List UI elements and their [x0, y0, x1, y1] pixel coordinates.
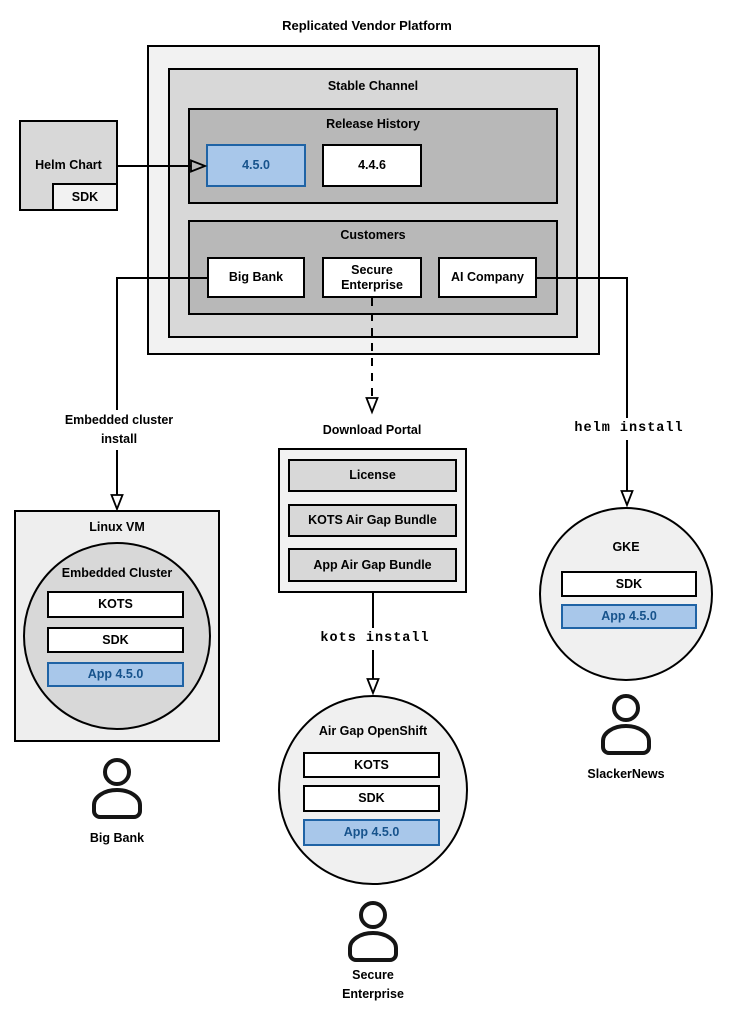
app-version-box: App 4.5.0	[303, 819, 440, 846]
app-label: App 4.5.0	[343, 825, 400, 839]
helm-chart-sdk-box: SDK	[52, 183, 118, 211]
component-label: SDK	[358, 791, 385, 805]
release-version-label: 4.5.0	[242, 158, 270, 172]
diagram-title: Replicated Vendor Platform	[282, 18, 452, 33]
sdk-component-box: SDK	[47, 627, 184, 653]
customer-label: AI Company	[451, 270, 524, 284]
helm-install-command-label: helm install	[562, 418, 696, 441]
app-version-box: App 4.5.0	[561, 604, 697, 629]
download-portal-label: Download Portal	[322, 423, 422, 437]
customer-ai-company: AI Company	[438, 257, 537, 298]
release-version-label: 4.4.6	[358, 158, 386, 172]
release-version-box-450: 4.5.0	[206, 144, 306, 187]
gke-circle: GKE SDK App 4.5.0	[539, 507, 713, 681]
customers-label: Customers	[340, 228, 406, 242]
embedded-cluster-install-label: Embedded cluster install	[42, 410, 196, 450]
component-label: KOTS	[354, 757, 389, 772]
portal-item-license: License	[288, 459, 457, 492]
airgap-openshift-circle: Air Gap OpenShift KOTS SDK App 4.5.0	[278, 695, 468, 885]
customer-big-bank: Big Bank	[207, 257, 305, 298]
customer-secure-enterprise: Secure Enterprise	[322, 257, 422, 298]
kots-component-box: KOTS	[303, 752, 440, 778]
app-label: App 4.5.0	[601, 609, 657, 623]
customer-label: Big Bank	[228, 270, 284, 284]
sdk-label: SDK	[71, 189, 99, 204]
big-bank-persona-label: Big Bank	[89, 831, 145, 845]
component-label: KOTS	[98, 597, 133, 611]
customer-label: Secure Enterprise	[341, 262, 403, 292]
slackernews-persona-label: SlackerNews	[587, 767, 665, 781]
kots-install-command-label: kots install	[308, 628, 442, 651]
release-version-box-446: 4.4.6	[322, 144, 422, 187]
component-label: SDK	[102, 632, 129, 647]
gke-label: GKE	[612, 540, 640, 554]
airgap-openshift-label: Air Gap OpenShift	[318, 724, 428, 738]
release-history-label: Release History	[326, 117, 420, 131]
secure-enterprise-persona-label: Secure Enterprise	[342, 968, 404, 1001]
app-version-box: App 4.5.0	[47, 662, 184, 687]
component-label: SDK	[615, 576, 643, 591]
slackernews-user-icon	[601, 694, 651, 755]
portal-item-kots-airgap-bundle: KOTS Air Gap Bundle	[288, 504, 457, 537]
portal-item-label: KOTS Air Gap Bundle	[308, 513, 437, 527]
linux-vm-label: Linux VM	[89, 520, 145, 534]
sdk-component-box: SDK	[561, 571, 697, 597]
portal-item-label: App Air Gap Bundle	[313, 557, 432, 572]
embedded-cluster-label: Embedded Cluster	[61, 566, 173, 580]
embedded-cluster-circle: Embedded Cluster KOTS SDK App 4.5.0	[23, 542, 211, 730]
portal-item-app-airgap-bundle: App Air Gap Bundle	[288, 548, 457, 582]
helm-chart-box: Helm Chart SDK	[19, 120, 118, 211]
sdk-component-box: SDK	[303, 785, 440, 812]
app-label: App 4.5.0	[87, 667, 144, 681]
helm-chart-label: Helm Chart	[35, 158, 102, 172]
big-bank-user-icon	[92, 758, 142, 819]
secure-enterprise-user-icon	[348, 901, 398, 962]
kots-component-box: KOTS	[47, 591, 184, 618]
download-portal-box: License KOTS Air Gap Bundle App Air Gap …	[278, 448, 467, 593]
stable-channel-label: Stable Channel	[327, 79, 419, 93]
portal-item-label: License	[349, 468, 396, 482]
